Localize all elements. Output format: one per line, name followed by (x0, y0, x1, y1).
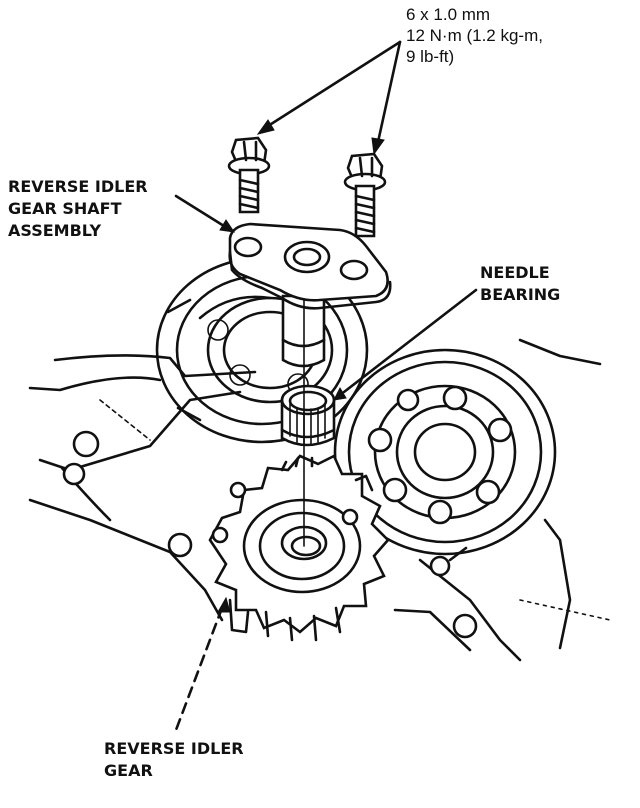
right-bearing (333, 348, 557, 556)
idler-gear-line1: REVERSE IDLER (104, 739, 244, 758)
bolt-spec-line1: 6 x 1.0 mm (406, 5, 491, 24)
needle-bearing-label: NEEDLE BEARING (480, 262, 560, 306)
shaft-assembly-label: REVERSE IDLER GEAR SHAFT ASSEMBLY (8, 176, 148, 242)
needle-bearing (280, 384, 336, 447)
bolt-spec-line3: 9 lb-ft) (406, 47, 455, 66)
transmission-case (28, 338, 611, 662)
needle-bearing-line1: NEEDLE (480, 263, 550, 282)
bolt-left (227, 136, 271, 214)
idler-gear-label: REVERSE IDLER GEAR (104, 738, 244, 782)
bolt-spec-label: 6 x 1.0 mm 12 N·m (1.2 kg-m, 9 lb-ft) (406, 4, 543, 67)
shaft-assembly-line1: REVERSE IDLER (8, 177, 148, 196)
idler-gear-line2: GEAR (104, 761, 153, 780)
leader-lines (174, 40, 478, 732)
needle-bearing-line2: BEARING (480, 285, 561, 304)
bolt-spec-line2: 12 N·m (1.2 kg-m, (406, 26, 543, 45)
shaft-assembly-line3: ASSEMBLY (8, 221, 102, 240)
shaft-assembly-line2: GEAR SHAFT (8, 199, 122, 218)
idler-gear (208, 454, 390, 642)
bolt-right (343, 152, 387, 238)
